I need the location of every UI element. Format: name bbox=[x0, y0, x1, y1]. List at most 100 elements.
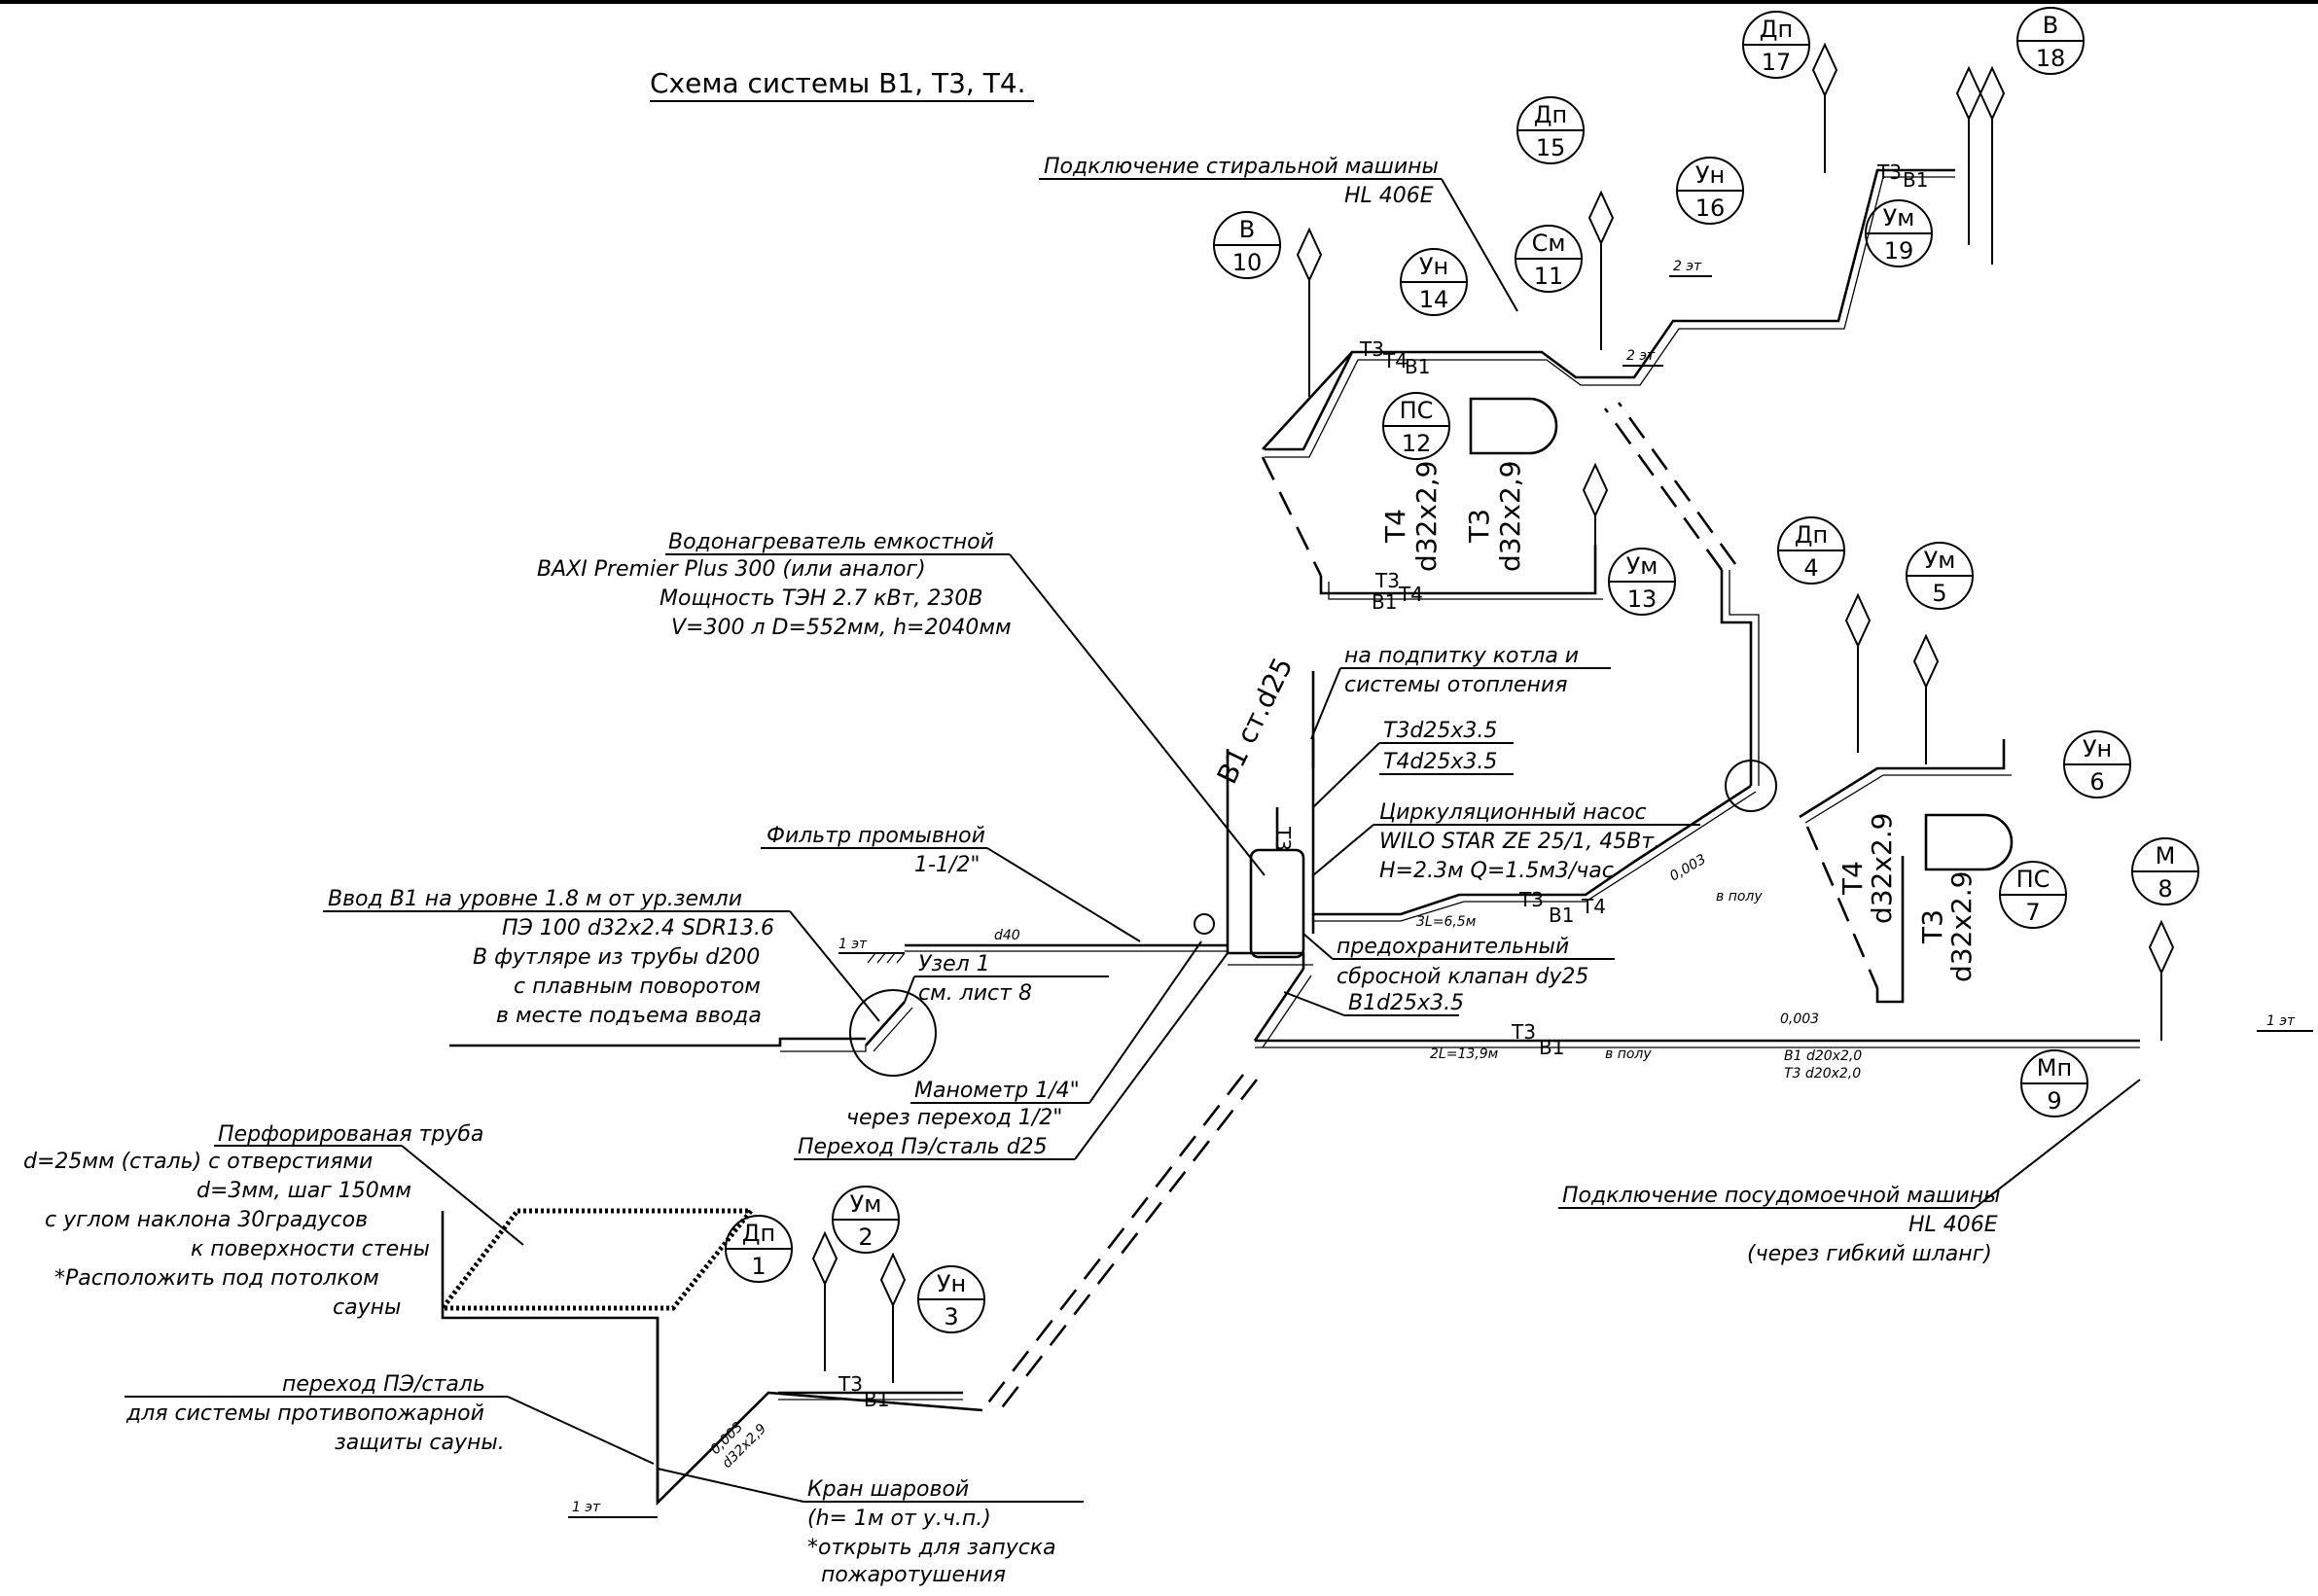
tag-slope-2: 0,003 bbox=[1667, 852, 1709, 885]
note-boiler-leader bbox=[1310, 667, 1341, 740]
badge-number: 14 bbox=[1419, 286, 1449, 313]
badge-number: 18 bbox=[2036, 45, 2066, 72]
badge-number: 15 bbox=[1536, 134, 1566, 161]
note-dish-3: (через гибкий шланг) bbox=[1747, 1242, 1992, 1266]
tag-t4: Т4 bbox=[1581, 895, 1606, 918]
note-node-2: см. лист 8 bbox=[918, 981, 1032, 1006]
note-pump-2: WILO STAR ZE 25/1, 45Вт. bbox=[1379, 830, 1660, 854]
note-perf-2: d=25мм (сталь) с отверстиями bbox=[23, 1150, 373, 1174]
fixture-badge: См 11 bbox=[1515, 225, 1583, 293]
zone-right-main bbox=[1799, 739, 2006, 819]
expansion-tank-12 bbox=[1469, 397, 1558, 455]
fixture-badge: Ун6 bbox=[2063, 730, 2131, 798]
badge-number: 5 bbox=[1932, 580, 1946, 607]
fixture-glyph bbox=[1582, 462, 1609, 593]
perforated-pipe bbox=[437, 1208, 757, 1311]
tag-t3-heater: Т3 bbox=[1271, 826, 1295, 851]
note-heater-2: BAXI Premier Plus 300 (или аналог) bbox=[537, 557, 926, 582]
circ-line bbox=[1313, 784, 1752, 916]
fixture-badge: Ун 3 bbox=[917, 1265, 985, 1333]
badge-code: Ум bbox=[850, 1190, 882, 1218]
note-dish-leader bbox=[1974, 1079, 2141, 1209]
note-heater-3: Мощность ТЭН 2.7 кВт, 230В bbox=[660, 586, 982, 611]
fixture-badge: Ум 19 bbox=[1865, 199, 1933, 267]
badge-code: Дп bbox=[1795, 521, 1828, 549]
note-perf-5: к поверхности стены bbox=[191, 1237, 430, 1261]
badge-number: 11 bbox=[1534, 263, 1564, 290]
fixture-badge: В 18 bbox=[2016, 7, 2085, 75]
note-b1: В1d25х3.5 bbox=[1348, 991, 1464, 1015]
note-perf-leader bbox=[401, 1145, 524, 1246]
note-ball-leader bbox=[657, 1468, 804, 1503]
badge-code: В bbox=[2043, 12, 2058, 39]
water-heater-tank bbox=[1249, 848, 1305, 959]
level-first-left: 1 эт bbox=[838, 937, 868, 952]
riser-right-circle bbox=[1725, 760, 1777, 812]
tag-t3-top: Т3 bbox=[1876, 160, 1902, 184]
fixture-glyph bbox=[1587, 190, 1615, 350]
note-perf-4: с углом наклона 30градусов bbox=[45, 1208, 368, 1232]
badge-number: 10 bbox=[1232, 249, 1263, 276]
tag-t3-floor: Т3 bbox=[1511, 1020, 1536, 1044]
note-inlet-5: в месте подъема ввода bbox=[496, 1004, 762, 1028]
tag-t3-f2: Т3 bbox=[1359, 337, 1384, 361]
note-washer-1: Подключение стиральной машины bbox=[1044, 155, 1439, 179]
note-boiler-1: на подпитку котла и bbox=[1344, 644, 1579, 668]
badge-code: Ун bbox=[937, 1270, 966, 1297]
note-valve-1: предохранительный bbox=[1337, 935, 1569, 959]
note-filter-2: 1-1/2" bbox=[914, 853, 980, 877]
badge-code: Дп bbox=[1534, 101, 1567, 128]
badge-number: 13 bbox=[1627, 585, 1658, 613]
badge-number: 19 bbox=[1884, 237, 1914, 265]
level-second-a: 2 эт bbox=[1673, 259, 1702, 274]
fixture-glyph bbox=[1912, 633, 1940, 764]
pipe-tags: Т3 Т4 В1 Т3 В1 Т3 Т4 В1 Т3 В1 Т4 Т3 В1 Т… bbox=[708, 160, 1929, 1472]
fixture-glyph bbox=[811, 1230, 838, 1371]
note-ball-4: пожаротушения bbox=[821, 1563, 1006, 1587]
floor2-bottom bbox=[1319, 545, 1597, 595]
riser-right bbox=[1720, 570, 1753, 786]
note-pump-leader bbox=[1312, 824, 1374, 876]
note-filter-1: Фильтр промывной bbox=[767, 824, 985, 848]
badge-code: ПС bbox=[2016, 866, 2051, 893]
badge-number: 12 bbox=[1402, 430, 1432, 457]
badge-code: См bbox=[1532, 230, 1566, 257]
note-trans-3: защиты сауны. bbox=[335, 1431, 505, 1455]
fixture-glyphs bbox=[811, 42, 2175, 1383]
note-heater-leader bbox=[1009, 553, 1266, 876]
note-washer-leader bbox=[1441, 178, 1518, 312]
badge-code: Ум bbox=[1883, 204, 1915, 231]
badge-number: 17 bbox=[1762, 49, 1792, 76]
dashed-floor2-left bbox=[1261, 456, 1323, 577]
badge-number: 3 bbox=[944, 1303, 958, 1330]
note-gauge-leader-2 bbox=[1074, 952, 1229, 1160]
note-trans-leader bbox=[507, 1396, 655, 1465]
note-inlet-3: В футляре из трубы d200 bbox=[473, 945, 760, 970]
level-marks: 1 эт 1 эт 1 эт 2 эт 2 эт bbox=[568, 259, 2313, 1518]
note-inlet-2: ПЭ 100 d32х2.4 SDR13.6 bbox=[502, 916, 774, 940]
badge-code: Ум bbox=[1626, 552, 1658, 580]
tag-t3: Т3 bbox=[1518, 888, 1544, 911]
vlabel-b-t3d: d32x2.9 bbox=[1945, 870, 1978, 982]
tag-b1-fire: В1 bbox=[864, 1388, 889, 1411]
tag-t3-spec: Т3 d20x2,0 bbox=[1784, 1066, 1861, 1082]
ground-hatch bbox=[867, 952, 906, 964]
level-second-b: 2 эт bbox=[1626, 348, 1656, 364]
tag-vpolu-1: в полу bbox=[1716, 889, 1763, 904]
badge-number: 1 bbox=[751, 1253, 766, 1280]
zone-right-bottom bbox=[1875, 856, 1905, 1004]
badge-code: Дп bbox=[742, 1220, 775, 1247]
vlabel-b-t3: Т3 bbox=[1916, 909, 1948, 944]
fire-riser bbox=[441, 1211, 660, 1503]
note-gauge-2: через переход 1/2" bbox=[846, 1106, 1062, 1130]
note-valve-leader bbox=[1302, 933, 1334, 960]
tag-b1: В1 bbox=[1549, 904, 1574, 927]
tag-vpolu-2: в полу bbox=[1605, 1046, 1652, 1062]
note-trans-2: для системы противопожарной bbox=[125, 1401, 484, 1426]
badge-number: 16 bbox=[1695, 195, 1726, 222]
note-t34-leader bbox=[1312, 742, 1380, 846]
